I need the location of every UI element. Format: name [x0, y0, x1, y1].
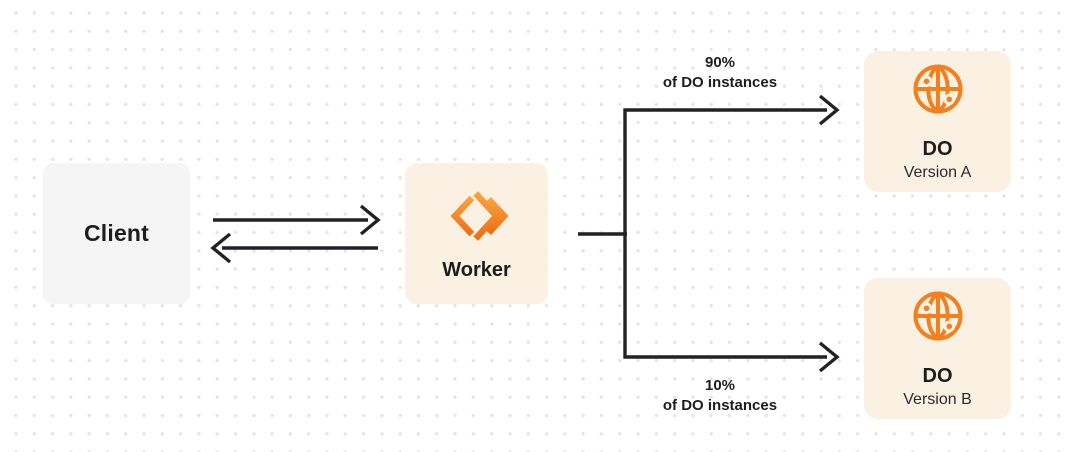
client-node: Client [43, 163, 190, 304]
worker-node: Worker [405, 163, 548, 304]
do-version-b-subtitle: Version B [903, 391, 972, 408]
arrowhead-bottom-branch-icon [818, 341, 840, 373]
client-label: Client [83, 220, 150, 246]
do-version-b-title: DO [922, 365, 953, 387]
top-branch-percent: 90% [704, 54, 736, 71]
globe-icon [912, 64, 963, 114]
workers-logo-icon [450, 191, 508, 241]
arrowhead-top-branch-icon [818, 94, 840, 126]
do-version-a-title: DO [922, 138, 953, 160]
arrowhead-left-icon [210, 232, 232, 264]
globe-icon [912, 291, 963, 341]
worker-label: Worker [442, 259, 511, 281]
top-branch-caption: of DO instances [662, 74, 778, 91]
do-version-a-subtitle: Version A [903, 164, 972, 181]
top-branch-label: 90% of DO instances [626, 53, 814, 93]
do-version-b-node: DO Version B [864, 278, 1011, 419]
bottom-branch-label: 10% of DO instances [626, 376, 814, 416]
arrowhead-right-icon [359, 204, 381, 236]
bottom-branch-caption: of DO instances [662, 397, 778, 414]
do-version-a-node: DO Version A [864, 51, 1011, 192]
bottom-branch-percent: 10% [704, 377, 736, 394]
branch-trunk [623, 108, 827, 359]
